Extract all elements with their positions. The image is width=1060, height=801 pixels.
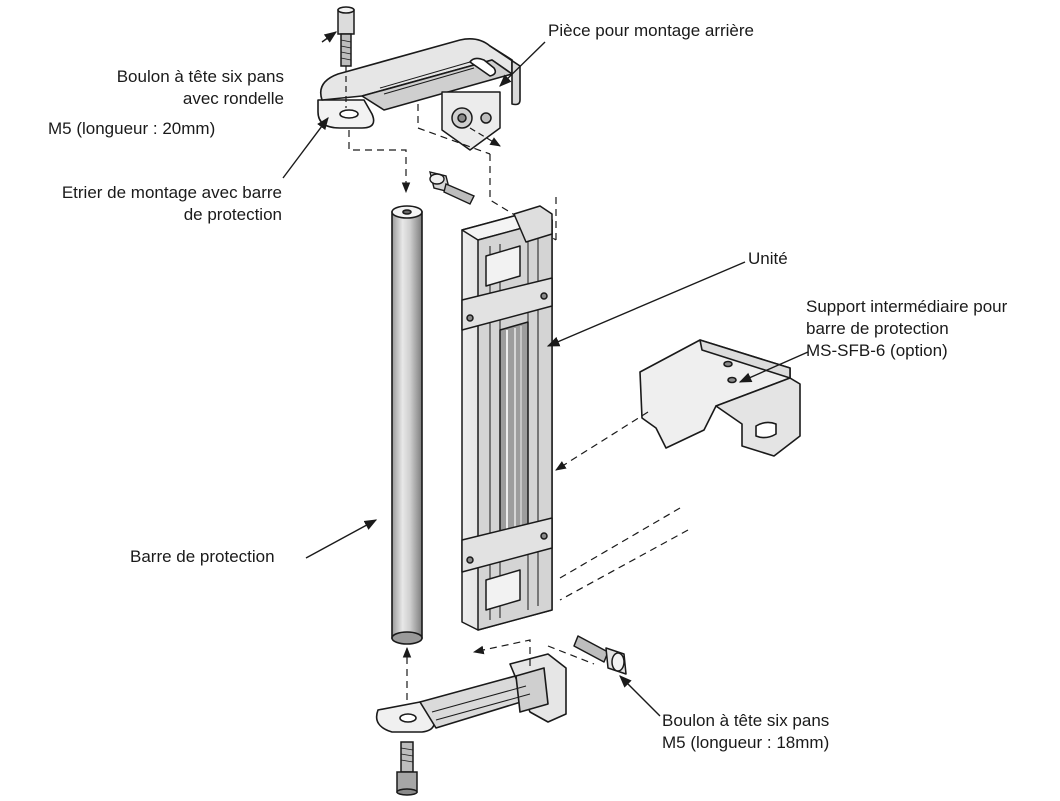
unit-side-bolt: [429, 171, 475, 205]
label-protection-bar-line1: Barre de protection: [130, 547, 275, 566]
label-unit: Unité: [748, 248, 788, 270]
top-mounting-bracket: [317, 38, 521, 129]
side-hex-bolt-18mm: [573, 635, 627, 675]
label-top-bolt-line3: M5 (longueur : 20mm): [48, 119, 216, 138]
leader-lines: [282, 31, 809, 717]
label-top-bolt-line1: Boulon à tête six pans: [116, 67, 284, 86]
protection-bar: [391, 205, 423, 645]
label-intermediate-support: Support intermédiaire pour barre de prot…: [806, 296, 1007, 362]
label-bracket-line1: Etrier de montage avec barre: [61, 183, 282, 202]
label-rear-mount-line1: Pièce pour montage arrière: [548, 21, 755, 40]
top-hex-bolt: [337, 6, 355, 108]
label-rear-mount: Pièce pour montage arrière: [548, 20, 754, 42]
label-bracket-line2: de protection: [183, 205, 282, 224]
bottom-mounting-bracket: [375, 653, 567, 733]
unit-body: [461, 205, 553, 631]
label-bottom-bolt-line2: M5 (longueur : 18mm): [662, 733, 830, 752]
label-bottom-bolt: Boulon à tête six pans M5 (longueur : 18…: [662, 710, 829, 754]
label-top-bolt-size: M5 (longueur : 20mm): [48, 118, 215, 140]
label-bottom-bolt-line1: Boulon à tête six pans: [662, 711, 830, 730]
label-intermediate-support-line2: barre de protection: [806, 319, 949, 338]
label-bracket: Etrier de montage avec barre de protecti…: [0, 182, 282, 226]
label-intermediate-support-line1: Support intermédiaire pour: [806, 297, 1008, 316]
label-intermediate-support-line3: MS-SFB-6 (option): [806, 341, 948, 360]
label-top-bolt-line2: avec rondelle: [182, 89, 284, 108]
bottom-guides: [402, 639, 595, 700]
bottom-hex-bolt: [396, 741, 418, 796]
label-unit-line1: Unité: [748, 249, 788, 268]
label-protection-bar: Barre de protection: [130, 546, 275, 568]
label-top-bolt: Boulon à tête six pans avec rondelle: [40, 66, 284, 110]
rear-mount-piece: [441, 91, 501, 151]
support-guides: [555, 411, 689, 601]
intermediate-support-bracket: [639, 339, 801, 457]
